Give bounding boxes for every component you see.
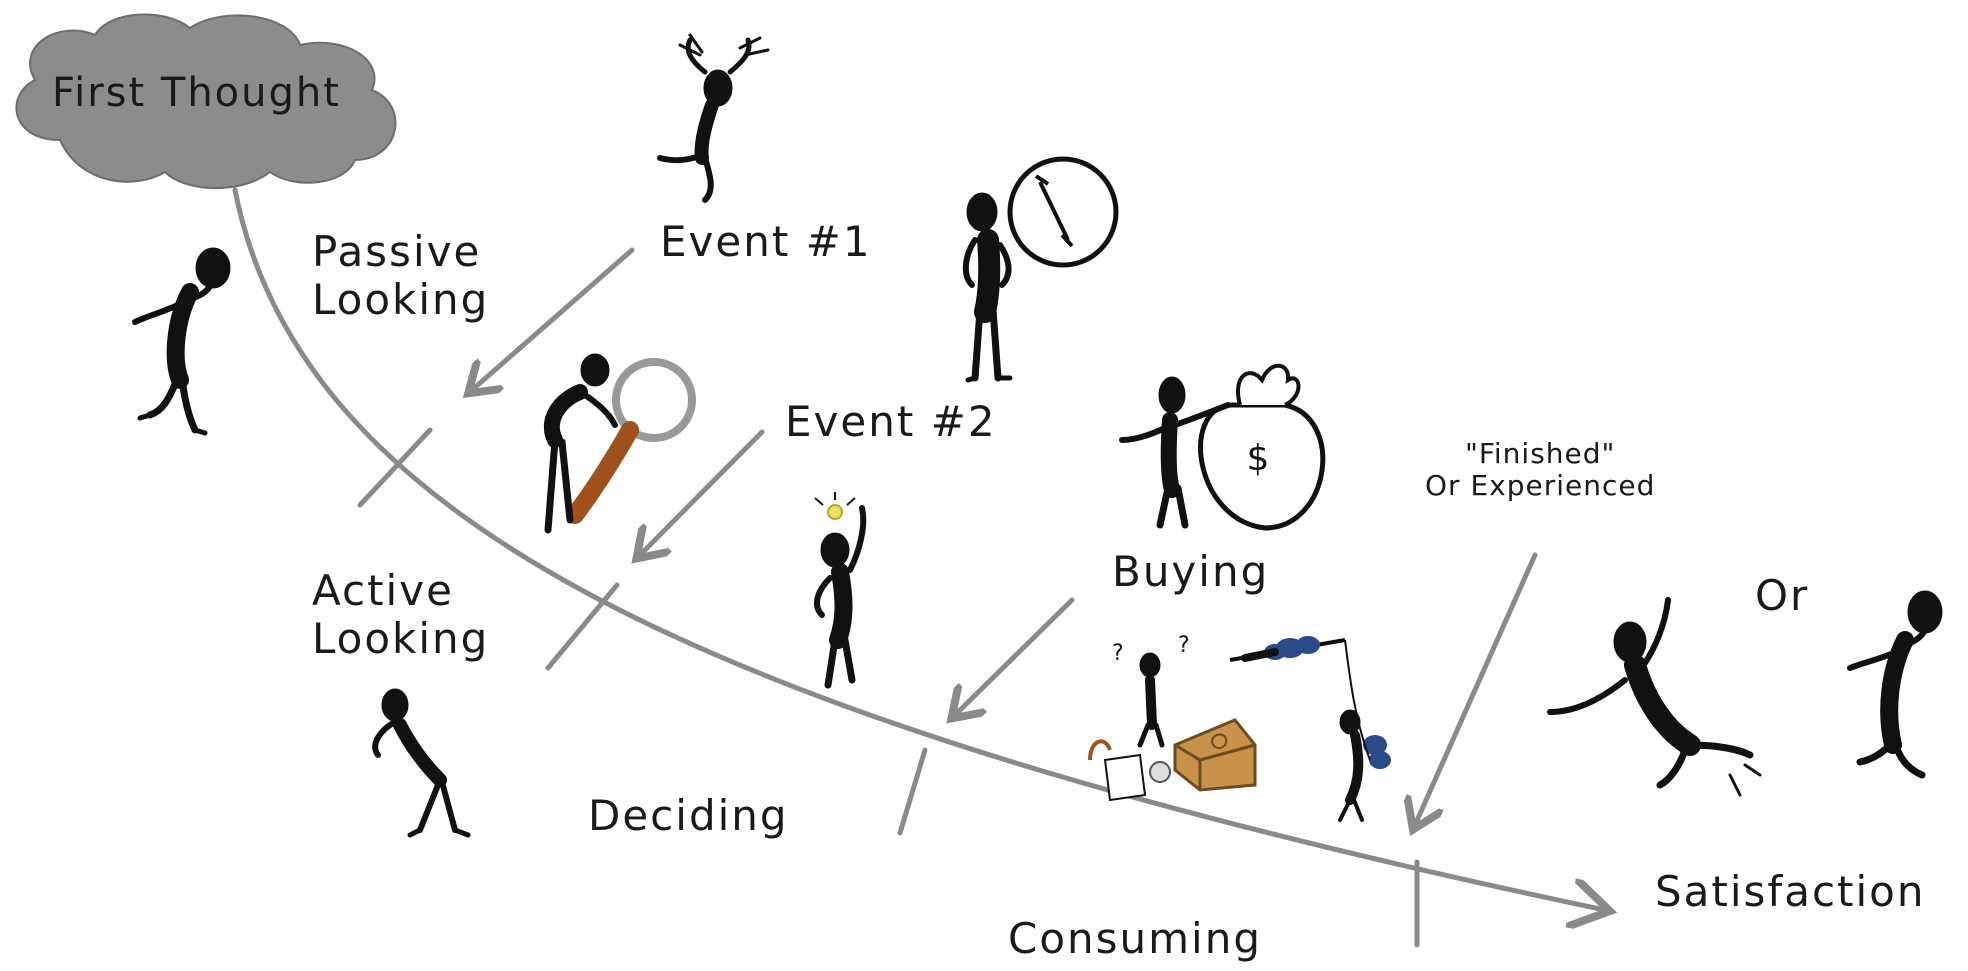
stage-ticks [357,427,1420,948]
disappointed-figure-icon [1847,590,1943,779]
satisfaction-label: Satisfaction [1655,867,1926,916]
event2-label: Event #2 [785,397,997,446]
question-mark-icon: ? [1178,633,1190,658]
first-thought-label: First Thought [52,70,341,116]
event2-arrow [640,429,765,555]
or-label: Or [1755,571,1810,620]
clock-icon [1007,156,1119,268]
first-thought-cloud [15,13,397,190]
money-bag-icon: $ [1198,363,1326,531]
idea-figure-icon [813,492,867,689]
frustrated-figure-icon [657,33,770,203]
passive-looking-label: Passive Looking [312,227,490,325]
cloud-shape [15,13,397,190]
event1-arrow [472,247,635,390]
waiting-figure-icon [962,192,1013,383]
magnifier-figure-icon [543,353,696,534]
finished-arrow [1415,552,1538,825]
tick-active-deciding [545,582,620,671]
question-mark-icon: ? [1112,641,1124,666]
event-arrows [472,247,1538,825]
finished-label: "Finished" Or Experienced [1425,437,1656,503]
active-looking-label: Active Looking [312,566,490,664]
consuming-label: Consuming [1008,914,1263,963]
thinking-figure-icon [132,247,231,436]
event1-label: Event #1 [660,217,872,266]
jumping-figure-icon [1547,597,1762,797]
dollar-symbol-icon: $ [1247,438,1270,479]
buying-arrow [955,597,1075,715]
phone-figure-icon [372,688,471,838]
consuming-cluster-icon: ? ? [1088,633,1391,822]
buyer-figure-icon [1119,376,1231,529]
tick-passive-active [357,427,433,508]
buying-label: Buying [1112,547,1270,596]
deciding-label: Deciding [588,791,789,840]
tick-deciding-consuming [897,747,928,836]
